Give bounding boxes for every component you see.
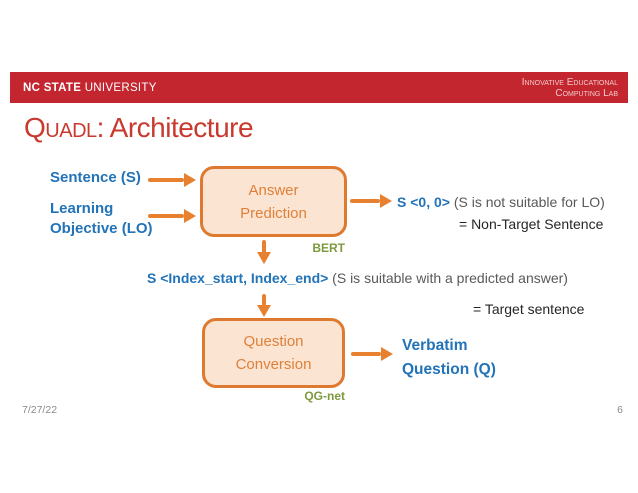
target-note: = Target sentence xyxy=(473,301,585,317)
question-conversion-box: Question Conversion xyxy=(202,318,345,388)
slide-title: Quadl: Architecture xyxy=(24,112,254,144)
verbatim-question-output-label: Verbatim Question (Q) xyxy=(402,337,496,378)
arrow-question-conversion-to-output xyxy=(351,347,393,361)
learning-objective-input-label: Learning Objective (LO) xyxy=(50,200,153,237)
arrow-target-to-question-conversion xyxy=(257,294,271,317)
non-target-output-code: S <0, 0> xyxy=(397,194,450,210)
university-wordmark: NC STATE UNIVERSITY xyxy=(23,82,157,94)
target-output-code: S <Index_start, Index_end> xyxy=(147,270,329,286)
target-output-description: (S is suitable with a predicted answer) xyxy=(328,270,568,286)
answer-prediction-box: Answer Prediction xyxy=(200,166,347,237)
university-wordmark-bold: NC STATE xyxy=(23,81,82,94)
university-banner: NC STATE UNIVERSITY Innovative Education… xyxy=(10,72,628,103)
arrow-sentence-to-answer-prediction xyxy=(148,173,196,187)
slide-number: 6 xyxy=(617,404,623,416)
slide-title-rest: : Architecture xyxy=(96,112,254,143)
target-output-line: S <Index_start, Index_end> (S is suitabl… xyxy=(147,270,568,286)
lab-name: Innovative Educational Computing Lab xyxy=(521,76,618,99)
sentence-input-label: Sentence (S) xyxy=(50,169,141,186)
non-target-note: = Non-Target Sentence xyxy=(459,216,604,232)
slide-date: 7/27/22 xyxy=(22,404,58,416)
slide-title-acronym: Quadl xyxy=(24,112,97,143)
non-target-output-line: S <0, 0> (S is not suitable for LO) xyxy=(397,194,605,210)
non-target-output-description: (S is not suitable for LO) xyxy=(449,194,605,210)
arrow-answer-prediction-to-target xyxy=(257,240,271,264)
bert-engine-label: BERT xyxy=(312,241,345,255)
arrow-learning-objective-to-answer-prediction xyxy=(148,209,196,223)
university-wordmark-regular: UNIVERSITY xyxy=(84,81,157,94)
arrow-answer-prediction-to-non-target xyxy=(350,194,392,208)
qgnet-engine-label: QG-net xyxy=(304,389,345,403)
